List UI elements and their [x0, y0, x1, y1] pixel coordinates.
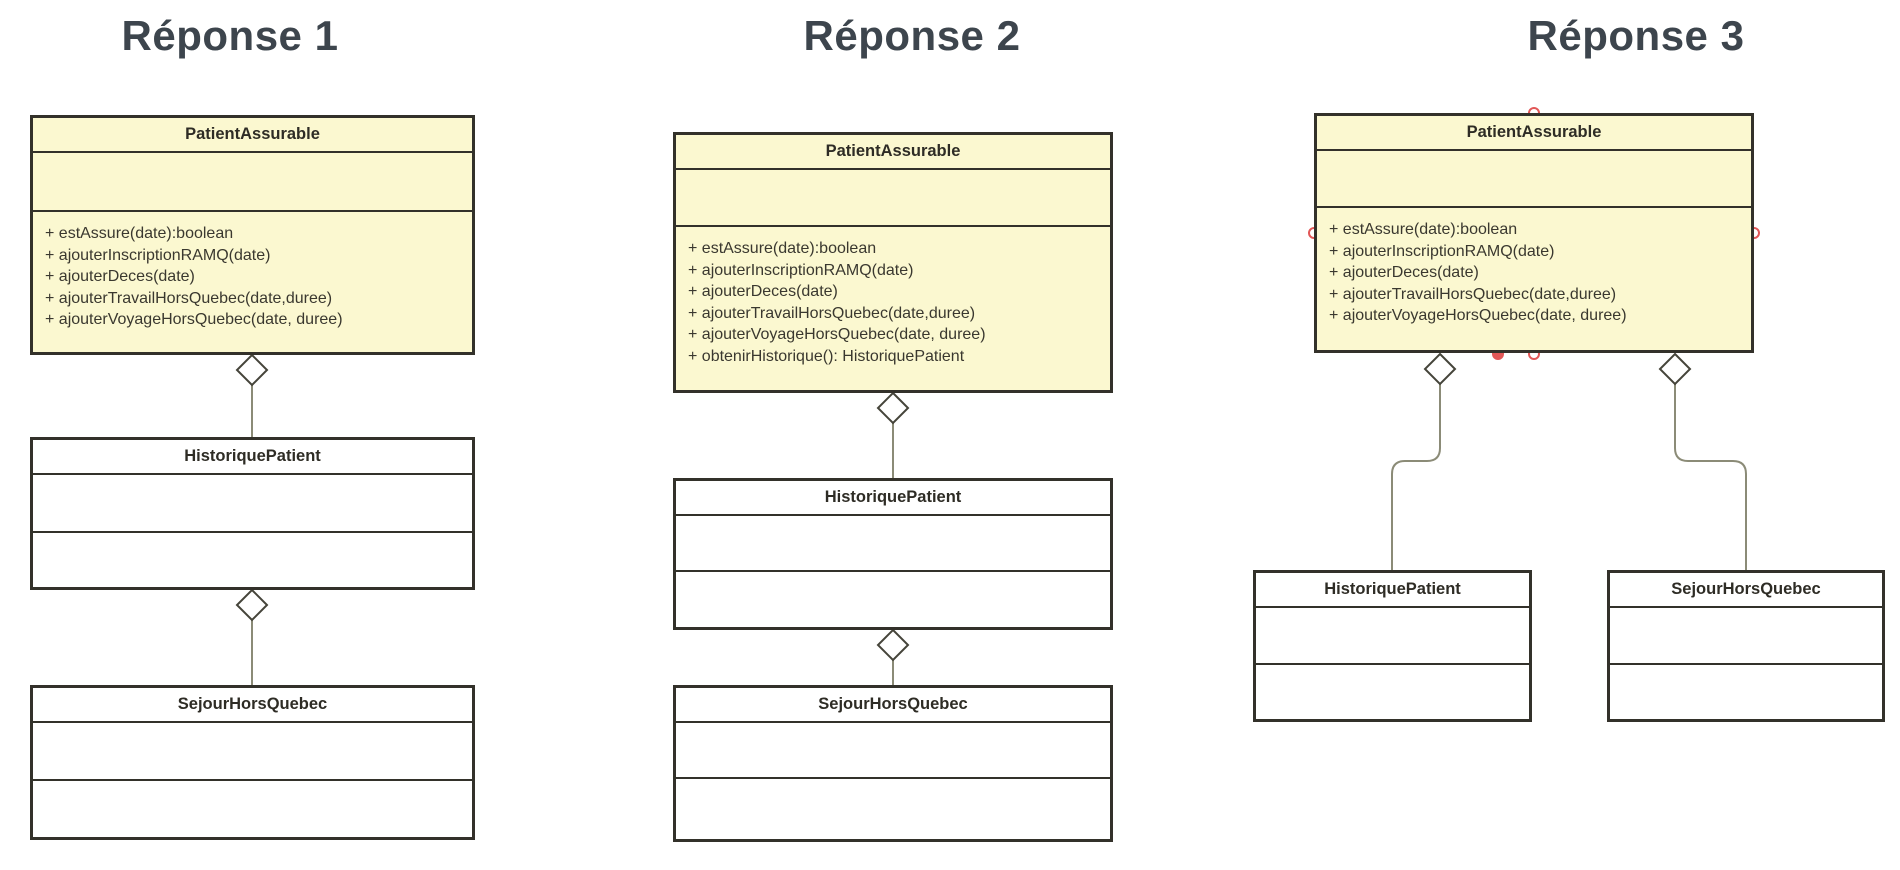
class-sejourhorsquebec-r1[interactable]: SejourHorsQuebec — [30, 685, 475, 840]
aggregation-diamond-icon[interactable] — [876, 391, 910, 425]
class-name: HistoriquePatient — [824, 488, 962, 506]
method-entry: + ajouterInscriptionRAMQ(date) — [45, 246, 271, 264]
class-historiquepatient-r2[interactable]: HistoriquePatient — [673, 478, 1113, 630]
method-entry: + ajouterVoyageHorsQuebec(date, duree) — [45, 311, 343, 328]
aggregation-diamond-icon[interactable] — [235, 353, 269, 387]
attributes-compartment — [676, 721, 1110, 777]
attributes-compartment — [1317, 149, 1751, 206]
attributes-compartment — [33, 151, 472, 210]
method-entry: + obtenirHistorique(): HistoriquePatient — [688, 347, 965, 365]
methods-compartment: + estAssure(date):boolean + ajouterInscri… — [676, 225, 1110, 390]
methods-compartment — [33, 779, 472, 837]
class-name: PatientAssurable — [825, 142, 961, 160]
methods-compartment — [676, 570, 1110, 627]
methods-compartment — [1256, 663, 1529, 719]
class-historiquepatient-r3[interactable]: HistoriquePatient — [1253, 570, 1532, 722]
method-entry: + ajouterDeces(date) — [45, 268, 195, 285]
class-sejourhorsquebec-r3[interactable]: SejourHorsQuebec — [1607, 570, 1885, 722]
class-name: HistoriquePatient — [184, 447, 321, 465]
method-entry: + ajouterInscriptionRAMQ(date) — [1329, 242, 1555, 260]
connector-line[interactable] — [1674, 383, 1747, 570]
attributes-compartment — [1256, 606, 1529, 663]
methods-compartment — [1610, 663, 1882, 719]
class-name: PatientAssurable — [185, 125, 320, 143]
response-2-title: Réponse 2 — [803, 12, 1021, 59]
aggregation-diamond-icon[interactable] — [1658, 352, 1692, 386]
method-entry: + ajouterVoyageHorsQuebec(date, duree) — [688, 326, 986, 343]
class-name: SejourHorsQuebec — [1671, 580, 1821, 598]
methods-compartment: + estAssure(date):boolean + ajouterInscri… — [1317, 206, 1751, 350]
aggregation-diamond-icon[interactable] — [235, 588, 269, 622]
class-name: SejourHorsQuebec — [818, 695, 968, 713]
method-entry: + ajouterDeces(date) — [688, 283, 838, 300]
attributes-compartment — [33, 473, 472, 531]
attributes-compartment — [33, 721, 472, 779]
attributes-compartment — [676, 514, 1110, 570]
class-sejourhorsquebec-r2[interactable]: SejourHorsQuebec — [673, 685, 1113, 842]
class-name: HistoriquePatient — [1324, 580, 1461, 598]
class-patientassurable-r3[interactable]: PatientAssurable + estAssure(date):boole… — [1314, 113, 1754, 353]
response-3-title: Réponse 3 — [1527, 12, 1745, 59]
method-entry: + estAssure(date):boolean — [45, 225, 234, 242]
class-name: SejourHorsQuebec — [177, 695, 328, 713]
method-entry: + ajouterTravailHorsQuebec(date,duree) — [688, 304, 976, 322]
aggregation-diamond-icon[interactable] — [1423, 352, 1457, 386]
method-entry: + ajouterTravailHorsQuebec(date,duree) — [1329, 285, 1617, 303]
class-patientassurable-r2[interactable]: PatientAssurable + estAssure(date):boole… — [673, 132, 1113, 393]
methods-compartment: + estAssure(date):boolean + ajouterInscri… — [33, 210, 472, 352]
class-name: PatientAssurable — [1466, 123, 1602, 141]
method-entry: + ajouterVoyageHorsQuebec(date, duree) — [1329, 307, 1627, 324]
class-patientassurable-r1[interactable]: PatientAssurable + estAssure(date):boole… — [30, 115, 475, 355]
methods-compartment — [33, 531, 472, 587]
aggregation-diamond-icon[interactable] — [876, 628, 910, 662]
methods-compartment — [676, 777, 1110, 839]
method-entry: + ajouterDeces(date) — [1329, 264, 1479, 281]
method-entry: + estAssure(date):boolean — [1329, 221, 1518, 238]
attributes-compartment — [1610, 606, 1882, 663]
method-entry: + ajouterInscriptionRAMQ(date) — [688, 261, 914, 279]
method-entry: + ajouterTravailHorsQuebec(date,duree) — [45, 289, 333, 307]
connector-line[interactable] — [1391, 383, 1441, 570]
response-1-title: Réponse 1 — [121, 12, 339, 59]
method-entry: + estAssure(date):boolean — [688, 240, 877, 257]
class-historiquepatient-r1[interactable]: HistoriquePatient — [30, 437, 475, 590]
attributes-compartment — [676, 168, 1110, 225]
